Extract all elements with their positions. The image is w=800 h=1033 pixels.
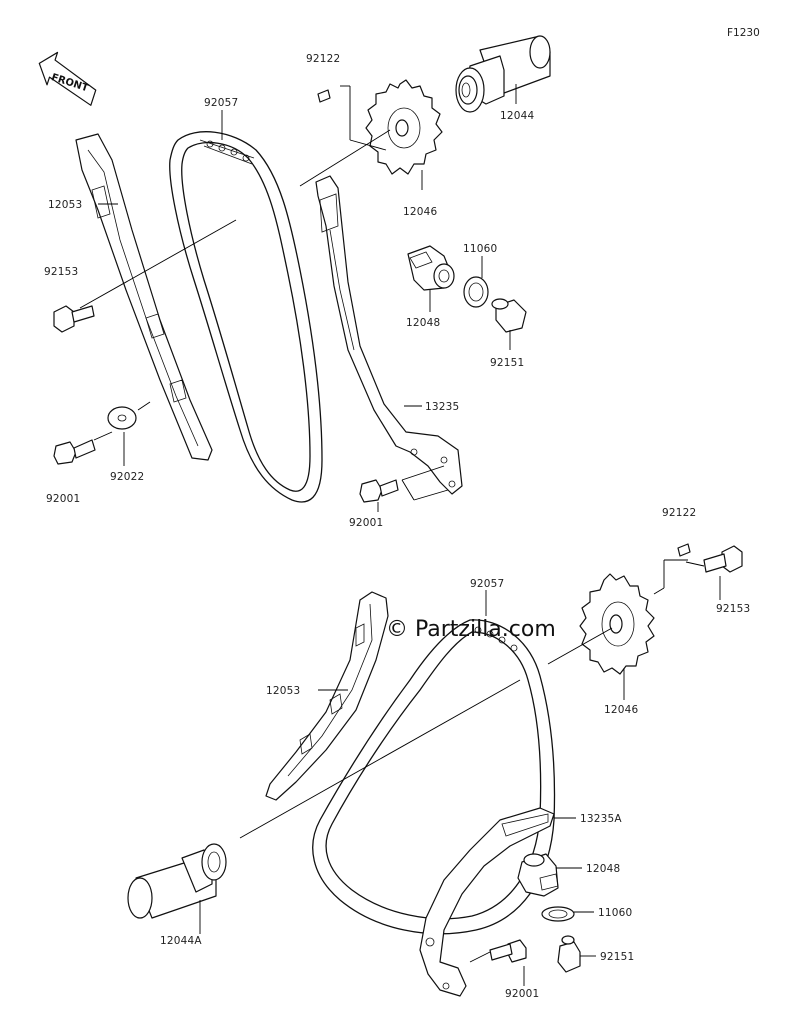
label-92001-top-left: 92001: [46, 493, 80, 505]
camshaft-12044A[interactable]: [127, 843, 227, 919]
label-92057-bottom: 92057: [470, 578, 504, 590]
tensioner-12048-bottom[interactable]: [517, 853, 559, 897]
label-92122-bottom: 92122: [662, 507, 696, 519]
label-92022: 92022: [110, 471, 144, 483]
figure-code: F1230: [727, 27, 760, 39]
label-92122-top: 92122: [306, 53, 340, 65]
label-12044: 12044: [500, 110, 535, 122]
label-92001-bottom: 92001: [505, 988, 539, 1000]
leader-lines-top: [79, 84, 517, 512]
cam-chain-92057-top[interactable]: [169, 131, 323, 503]
tensioner-12048-top[interactable]: [407, 245, 455, 291]
label-12046-top: 12046: [403, 206, 438, 218]
label-11060-bottom: 11060: [598, 907, 632, 919]
bolt-92153-top[interactable]: [53, 305, 95, 333]
gasket-11060-top[interactable]: [463, 276, 489, 308]
cam-sprocket-12046-top[interactable]: [365, 79, 443, 175]
label-92153-bottom: 92153: [716, 603, 750, 615]
tensioner-guide-13235[interactable]: [315, 175, 463, 495]
label-12048-bottom: 12048: [586, 863, 620, 875]
bolt-92001-top-left[interactable]: [53, 439, 96, 465]
watermark-text: © Partzilla.com: [386, 617, 556, 642]
camshaft-12044[interactable]: [455, 35, 551, 113]
bolt-92151-top[interactable]: [491, 298, 527, 333]
gasket-11060-bottom[interactable]: [541, 906, 575, 922]
label-11060-top: 11060: [463, 243, 497, 255]
chain-guide-12053-top[interactable]: [75, 133, 213, 461]
label-92057-top: 92057: [204, 97, 238, 109]
bolt-92001-bottom[interactable]: [489, 939, 527, 963]
label-12053-bottom: 12053: [266, 685, 300, 697]
label-92151-top: 92151: [490, 357, 524, 369]
watermark: © Partzilla.com: [386, 617, 556, 642]
cam-sprocket-12046-bottom[interactable]: [579, 573, 655, 675]
dowel-pin-92122-top[interactable]: [317, 89, 331, 103]
label-92151-bottom: 92151: [600, 951, 634, 963]
bolt-92153-bottom[interactable]: [703, 545, 743, 573]
label-92001-top-right: 92001: [349, 517, 383, 529]
bolt-92151-bottom[interactable]: [557, 935, 581, 973]
label-13235: 13235: [425, 401, 459, 413]
label-92153-top: 92153: [44, 266, 78, 278]
dowel-pin-92122-bottom[interactable]: [677, 543, 691, 557]
bolt-92001-top-right[interactable]: [359, 479, 399, 503]
leader-lines-bottom: [199, 559, 721, 986]
label-12046-bottom: 12046: [604, 704, 639, 716]
label-12044A: 12044A: [160, 935, 202, 947]
front-arrow-icon: FRONT: [38, 51, 97, 106]
label-13235A: 13235A: [580, 813, 622, 825]
label-12053-top: 12053: [48, 199, 82, 211]
part-labels: 92122 92057 12044 12053 12046 11060 9215…: [44, 53, 750, 1000]
label-12048-top: 12048: [406, 317, 440, 329]
washer-92022[interactable]: [107, 406, 137, 430]
tensioner-guide-13235A[interactable]: [419, 807, 555, 997]
chain-guide-12053-bottom[interactable]: [265, 591, 389, 801]
